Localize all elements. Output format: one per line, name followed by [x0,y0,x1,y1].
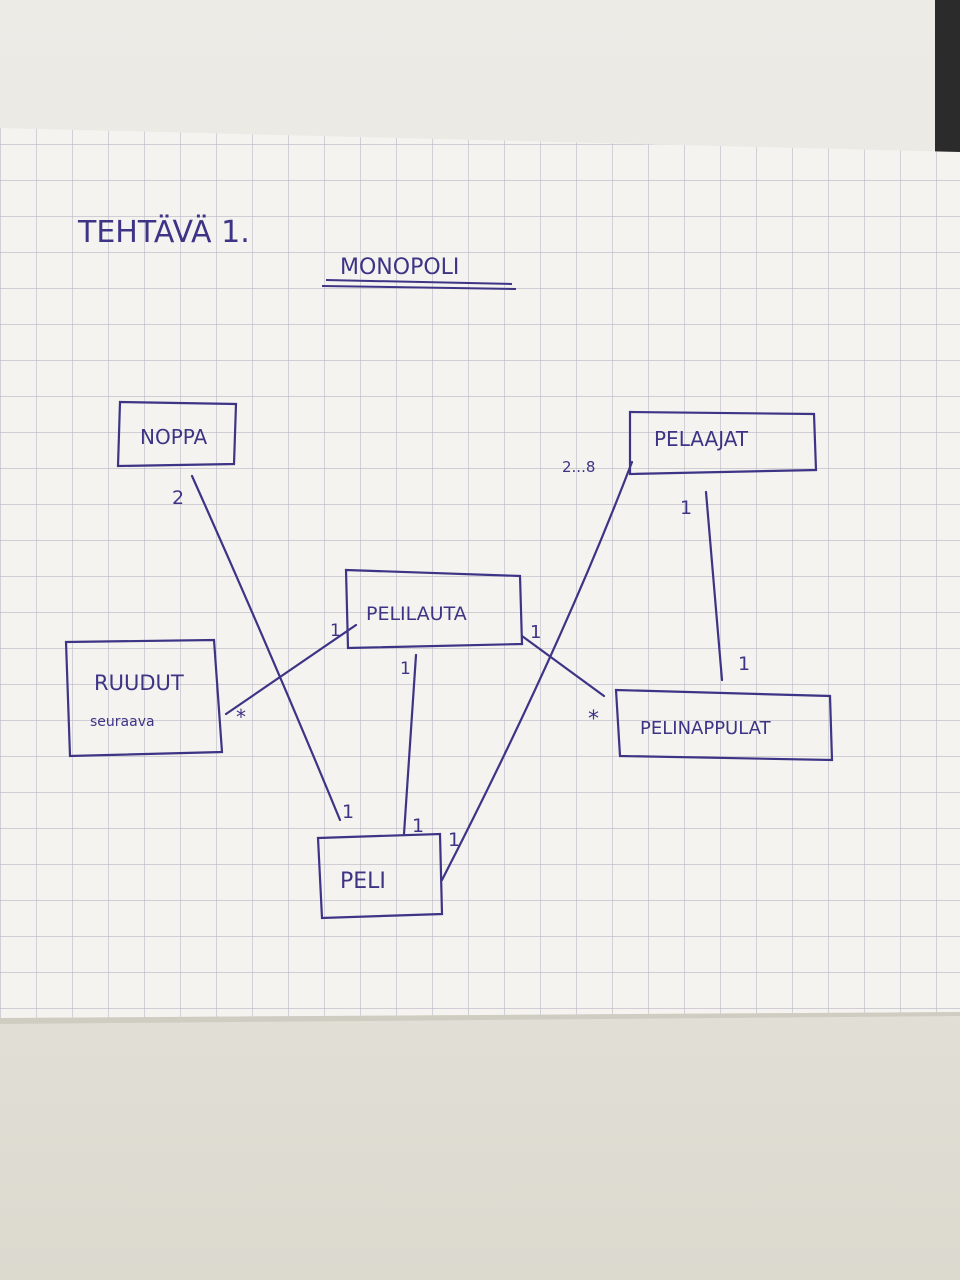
class-pelilauta: PELILAUTA [344,568,524,650]
assoc-pelaajat-pelinappulat [704,490,724,682]
mult-noppa-end: 2 [172,487,184,509]
class-noppa: NOPPA [116,400,238,468]
association-lines [190,460,724,882]
class-pelaajat: PELAAJAT [628,410,818,476]
class-peli: PELI [316,832,444,920]
mult-pelilauta-nappula-end: 1 [530,622,541,643]
mult-nappula-pelilauta-end: * [588,707,599,732]
class-name-pelaajat: PELAAJAT [654,427,749,451]
class-name-ruudut: RUUDUT [94,671,184,695]
mult-nappula-pelaajat-end: 1 [738,653,750,675]
title-underline [321,279,517,290]
assoc-pelilauta-ruudut [224,623,358,716]
assoc-pelilauta-pelinappulat [520,634,606,698]
mult-pelilauta-ruudut-end: 1 [330,621,341,641]
diagram-title: MONOPOLI [340,255,459,280]
class-name-peli: PELI [340,869,386,894]
class-ruudut: RUUDUT seuraava [64,638,224,758]
mult-peli-noppa-end: 1 [342,801,354,823]
assoc-noppa-peli [190,474,342,822]
assoc-pelaajat-peli [440,460,634,882]
assoc-pelilauta-peli [402,653,418,836]
mult-peli-pelaajat-end: 1 [448,829,460,851]
sheet-heading: TEHTÄVÄ 1. [77,214,250,250]
mult-pelilauta-peli-end: 1 [400,659,411,679]
class-name-pelilauta: PELILAUTA [366,603,467,625]
mult-pelaajat-nappula-end: 1 [680,497,692,519]
multiplicity-labels: 2 1 2...8 1 1 1 1 * 1 1 1 * [172,458,750,851]
class-name-noppa: NOPPA [140,425,208,449]
class-attribute-seuraava: seuraava [90,714,155,730]
mult-peli-pelilauta-end: 1 [412,815,424,837]
background-object [935,0,960,160]
class-name-pelinappulat: PELINAPPULAT [640,718,772,739]
mult-pelaajat-peli-end: 2...8 [562,458,595,476]
class-pelinappulat: PELINAPPULAT [614,688,834,762]
mult-ruudut-end: * [236,705,246,729]
paper-sheet [0,128,960,1024]
